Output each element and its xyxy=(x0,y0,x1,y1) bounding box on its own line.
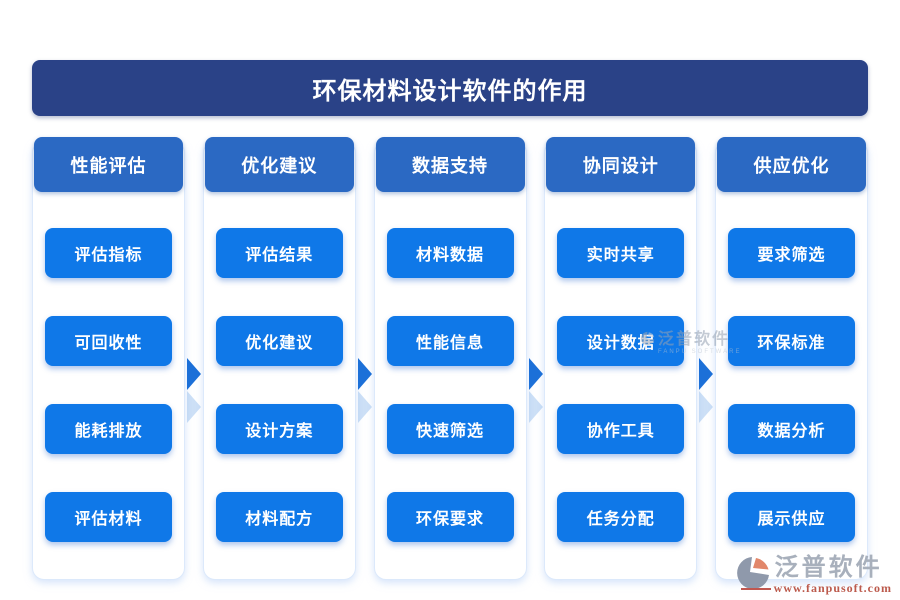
footer-text: 泛普软件 www.fanpusoft.com xyxy=(740,555,892,596)
item-box: 评估指标 xyxy=(45,228,172,278)
right-arrow-icon xyxy=(187,358,201,390)
column-items: 要求筛选 环保标准 数据分析 展示供应 xyxy=(715,228,868,542)
item-box: 要求筛选 xyxy=(728,228,855,278)
right-arrow-icon xyxy=(699,358,713,390)
item-box: 环保要求 xyxy=(386,492,514,542)
column-header: 性能评估 xyxy=(34,137,183,192)
page-title: 环保材料设计软件的作用 xyxy=(32,60,868,116)
column-items: 评估结果 优化建议 设计方案 材料配方 xyxy=(203,228,356,542)
item-box: 设计方案 xyxy=(215,404,343,454)
item-box: 可回收性 xyxy=(45,316,172,366)
item-box: 数据分析 xyxy=(728,404,855,454)
item-box: 能耗排放 xyxy=(45,404,172,454)
column-optimization-advice: 优化建议 评估结果 优化建议 设计方案 材料配方 xyxy=(202,137,356,580)
item-box: 快速筛选 xyxy=(386,404,514,454)
column-collaborative-design: 协同设计 实时共享 设计数据 协作工具 任务分配 xyxy=(544,137,698,580)
column-header: 协同设计 xyxy=(546,137,696,192)
column-items: 评估指标 可回收性 能耗排放 评估材料 xyxy=(32,228,185,542)
item-box: 设计数据 xyxy=(557,316,685,366)
item-box: 实时共享 xyxy=(557,228,685,278)
column-header: 优化建议 xyxy=(204,137,354,192)
column-items: 实时共享 设计数据 协作工具 任务分配 xyxy=(544,228,697,542)
right-arrow-icon xyxy=(358,358,372,390)
footer-brand: 泛普软件 xyxy=(774,555,883,581)
column-performance-evaluation: 性能评估 评估指标 可回收性 能耗排放 评估材料 xyxy=(32,137,185,580)
item-box: 环保标准 xyxy=(728,316,855,366)
item-box: 材料数据 xyxy=(386,228,514,278)
columns-container: 性能评估 评估指标 可回收性 能耗排放 评估材料 优化建议 评估结果 优化建议 … xyxy=(32,137,868,580)
column-supply-optimization: 供应优化 要求筛选 环保标准 数据分析 展示供应 xyxy=(715,137,868,580)
right-arrow-icon xyxy=(529,358,543,390)
item-box: 性能信息 xyxy=(386,316,514,366)
footer-url-row: www.fanpusoft.com xyxy=(740,581,892,596)
fanpu-logo: 泛普软件 www.fanpusoft.com xyxy=(735,555,892,596)
column-items: 材料数据 性能信息 快速筛选 环保要求 xyxy=(374,228,527,542)
item-box: 协作工具 xyxy=(557,404,685,454)
footer-url-link[interactable]: www.fanpusoft.com xyxy=(773,581,892,595)
column-header: 供应优化 xyxy=(717,137,866,192)
item-box: 评估结果 xyxy=(215,228,343,278)
url-divider-line xyxy=(740,587,771,590)
column-data-support: 数据支持 材料数据 性能信息 快速筛选 环保要求 xyxy=(373,137,527,580)
item-box: 材料配方 xyxy=(215,492,343,542)
item-box: 优化建议 xyxy=(215,316,343,366)
item-box: 评估材料 xyxy=(45,492,172,542)
item-box: 展示供应 xyxy=(728,492,855,542)
item-box: 任务分配 xyxy=(557,492,685,542)
fanpu-logo-icon xyxy=(736,557,769,589)
column-header: 数据支持 xyxy=(375,137,525,192)
